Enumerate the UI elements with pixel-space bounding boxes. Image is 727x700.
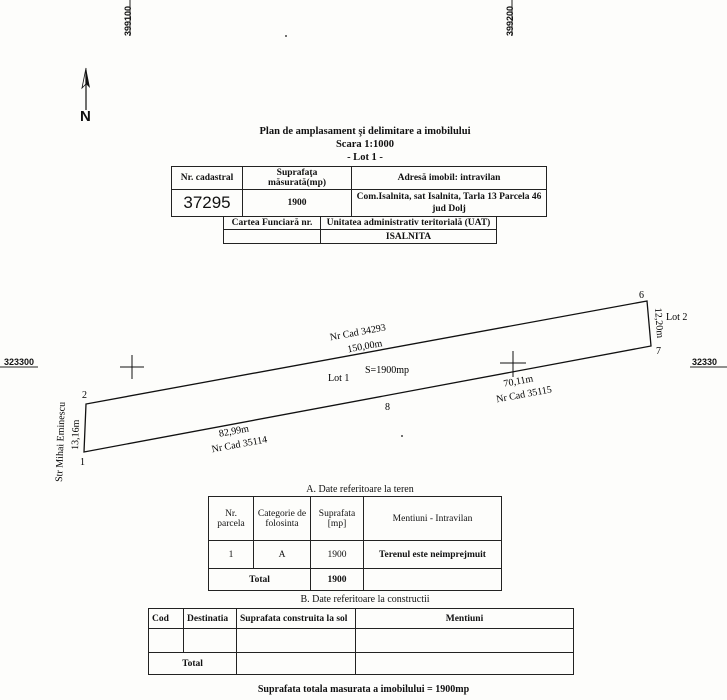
grid-y-right-label: 32330 <box>692 357 718 367</box>
south-west-length: 82,99m <box>218 423 250 439</box>
west-side-length: 13,16m <box>70 419 82 450</box>
land-data-table: Nr. parcela Categorie de folosinta Supra… <box>208 496 502 591</box>
measured-area: 1900 <box>242 189 352 217</box>
total-area-footer: Suprafata totala masurata a imobilului =… <box>257 684 470 695</box>
address-line-1: Com.Isalnita, sat Isalnita, Tarla 13 Par… <box>356 192 542 202</box>
parcel-boundary <box>83 300 652 453</box>
header-carte-funciara: Cartea Funciară nr. <box>223 216 321 230</box>
speck <box>285 35 287 37</box>
point-7-label: 7 <box>656 346 661 357</box>
row-suprafata: 1900 <box>310 540 364 569</box>
empty-cell <box>236 628 356 653</box>
uat-table: Cartea Funciară nr. Unitatea administrat… <box>223 216 497 244</box>
north-arrow-icon <box>81 67 90 110</box>
header-mentiuni-b: Mentiuni <box>355 608 574 629</box>
point-2-label: 2 <box>82 390 87 401</box>
empty-cell <box>355 628 574 653</box>
header-destinatia: Destinatia <box>183 608 237 629</box>
grid-cross-right <box>500 351 526 377</box>
header-nr-parcela: Nr. parcela <box>208 496 254 541</box>
header-adresa: Adresă imobil: intravilan <box>351 166 547 190</box>
street-label: Str Mihai Eminescu <box>54 402 68 482</box>
total-label: Total <box>208 568 311 591</box>
south-east-length: 70,11m <box>503 373 535 389</box>
grid-cross-left <box>120 355 144 379</box>
header-uat: Unitatea administrativ teritorială (UAT) <box>320 216 497 230</box>
header-cod: Cod <box>148 608 184 629</box>
north-label: N <box>80 108 91 125</box>
address-cell: Com.Isalnita, sat Isalnita, Tarla 13 Par… <box>351 189 547 217</box>
header-suprafata-mp: Suprafata [mp] <box>310 496 364 541</box>
address-line-2: jud Dolj <box>432 204 466 214</box>
speck <box>401 435 403 437</box>
header-cadastral: Nr. cadastral <box>171 166 243 190</box>
empty-cell <box>355 652 574 675</box>
empty-cell <box>236 652 356 675</box>
empty-cell <box>148 628 184 653</box>
total-label-b: Total <box>148 652 237 675</box>
total-mentiuni <box>363 568 502 591</box>
lot-2-label: Lot 2 <box>666 312 687 323</box>
plan-title: Plan de amplasament şi delimitare a imob… <box>259 126 471 137</box>
east-side-length: 12,20m <box>652 307 665 338</box>
point-8-label: 8 <box>385 402 390 413</box>
total-value: 1900 <box>310 568 364 591</box>
header-mentiuni: Mentiuni - Intravilan <box>363 496 502 541</box>
area-label: S=1900mp <box>365 365 409 376</box>
point-6-label: 6 <box>639 290 644 301</box>
construction-data-table: Cod Destinatia Suprafata construita la s… <box>148 608 574 675</box>
row-nr: 1 <box>208 540 254 569</box>
plan-lot: - Lot 1 - <box>347 152 383 163</box>
header-suprafata-construita: Suprafata construita la sol <box>236 608 356 629</box>
row-categorie: A <box>253 540 311 569</box>
plan-scale: Scara 1:1000 <box>335 139 395 150</box>
section-a-heading: A. Date referitoare la teren <box>306 484 414 495</box>
grid-y-left-label: 323300 <box>4 357 35 367</box>
cadastral-number: 37295 <box>171 189 243 217</box>
section-b-heading: B. Date referitoare la constructii <box>300 594 430 605</box>
uat-value: ISALNITA <box>320 229 497 244</box>
empty-cell <box>183 628 237 653</box>
row-mentiuni: Terenul este neimprejmuit <box>363 540 502 569</box>
header-categorie: Categorie de folosinta <box>253 496 311 541</box>
lot-label: Lot 1 <box>328 373 349 384</box>
header-suprafata: Suprafaţa măsurată(mp) <box>242 166 352 190</box>
cadastral-info-table: Nr. cadastral Suprafaţa măsurată(mp) Adr… <box>171 166 547 217</box>
carte-funciara-value <box>223 229 321 244</box>
point-1-label: 1 <box>80 457 85 468</box>
